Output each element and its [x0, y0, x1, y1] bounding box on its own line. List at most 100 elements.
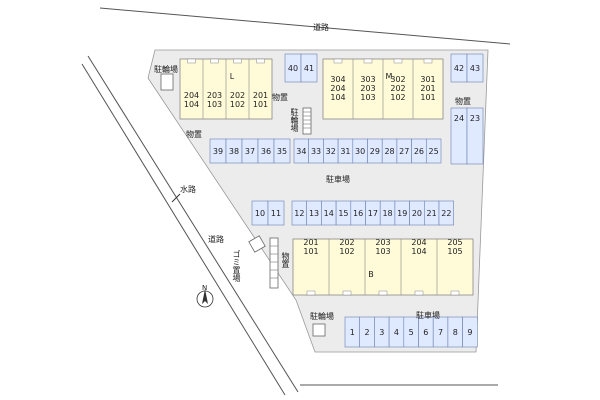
bike-area-center [302, 107, 312, 135]
storage-label-2: 物置 [272, 93, 288, 102]
parking-number: 4 [394, 328, 399, 337]
unit-number: 202 [390, 84, 405, 93]
north-arrow [196, 289, 214, 308]
road-left-line-2 [81, 63, 286, 396]
unit-entrance [393, 58, 403, 64]
bike-top-left-label: 駐輪場 [154, 65, 178, 74]
parking-number: 43 [470, 64, 480, 73]
unit-entrance [210, 58, 219, 64]
parking-number: 29 [370, 147, 380, 156]
parking-number: 13 [309, 209, 319, 218]
garbage-label: ゴミ置場 [232, 250, 241, 282]
parking-number: 16 [353, 209, 363, 218]
building-body [292, 238, 474, 296]
parking-space [267, 200, 285, 226]
storage-label-4: 物置 [281, 252, 290, 268]
parking-number: 37 [245, 147, 255, 156]
parking-row-40-41: 40 41 [284, 53, 318, 83]
building-letter: L [230, 72, 235, 81]
parking-number: 1 [350, 328, 355, 337]
unit-number: 202 [230, 91, 245, 100]
bike-bottom-label: 駐輪場 [310, 312, 334, 321]
unit-number: 104 [411, 247, 426, 256]
unit-number: 205 [447, 238, 462, 247]
storage-box-bottom [269, 237, 279, 289]
unit-number: 302 [390, 75, 405, 84]
unit-number: 104 [330, 93, 345, 102]
unit-number: 102 [230, 100, 245, 109]
waterway-mark [171, 193, 181, 203]
parking-number: 33 [311, 147, 321, 156]
parking-number: 20 [412, 209, 422, 218]
parking-number: 12 [294, 209, 304, 218]
parking-number: 18 [382, 209, 392, 218]
parking-number: 3 [379, 328, 384, 337]
storage-label-3: 物置 [455, 97, 471, 106]
unit-number: 101 [253, 100, 268, 109]
parking-space [438, 200, 454, 226]
north-label: N [202, 284, 208, 292]
unit-number: 301 [420, 75, 435, 84]
parking-number: 11 [271, 209, 281, 218]
unit-number: 201 [420, 84, 435, 93]
parking-number: 19 [397, 209, 407, 218]
unit-number: 104 [184, 100, 199, 109]
unit-number: 103 [375, 247, 390, 256]
unit-number: 101 [303, 247, 318, 256]
parking-number: 42 [454, 64, 464, 73]
bike-center-label: 駐輪場 [290, 108, 299, 132]
road-top-label: 道路 [313, 23, 329, 32]
parking-number: 23 [470, 114, 480, 123]
unit-number: 102 [339, 247, 354, 256]
unit-entrance [233, 58, 242, 64]
unit-number: 101 [420, 93, 435, 102]
unit-number: 203 [360, 84, 375, 93]
parking-number: 31 [340, 147, 350, 156]
waterway-label: 水路 [180, 185, 196, 194]
parking-number: 5 [409, 328, 414, 337]
unit-number: 303 [360, 75, 375, 84]
building-letter: B [368, 270, 374, 279]
bike-area-bottom [312, 323, 326, 337]
parking-number: 25 [429, 147, 439, 156]
parking-number: 30 [355, 147, 365, 156]
parking-number: 40 [288, 64, 298, 73]
unit-number: 203 [375, 238, 390, 247]
bike-area-top-left [160, 73, 174, 91]
unit-entrance [363, 58, 373, 64]
unit-number: 304 [330, 75, 345, 84]
unit-number: 203 [207, 91, 222, 100]
unit-number: 202 [339, 238, 354, 247]
road-top-line [99, 7, 511, 45]
parking-number: 34 [296, 147, 306, 156]
unit-number: 204 [411, 238, 426, 247]
unit-number: 201 [303, 238, 318, 247]
parking-space [300, 53, 318, 83]
bike-grill [303, 111, 311, 129]
parking-row-10-11: 10 11 [251, 200, 285, 226]
road-left-label: 道路 [208, 235, 224, 244]
parking-number: 27 [399, 147, 409, 156]
unit-number: 204 [330, 84, 345, 93]
parking-number: 15 [338, 209, 348, 218]
parking-row-42-43: 42 43 [450, 53, 484, 83]
parking-space [466, 107, 484, 165]
unit-number: 103 [360, 93, 375, 102]
unit-entrance [414, 290, 424, 296]
parking-number: 22 [441, 209, 451, 218]
unit-entrance [342, 290, 352, 296]
parking-number: 41 [304, 64, 314, 73]
parking-number: 36 [261, 147, 271, 156]
parking-number: 38 [229, 147, 239, 156]
unit-number: 102 [390, 93, 405, 102]
parking-number: 8 [453, 328, 458, 337]
parking-number: 21 [427, 209, 437, 218]
parking-number: 10 [255, 209, 265, 218]
parking-number: 2 [365, 328, 370, 337]
